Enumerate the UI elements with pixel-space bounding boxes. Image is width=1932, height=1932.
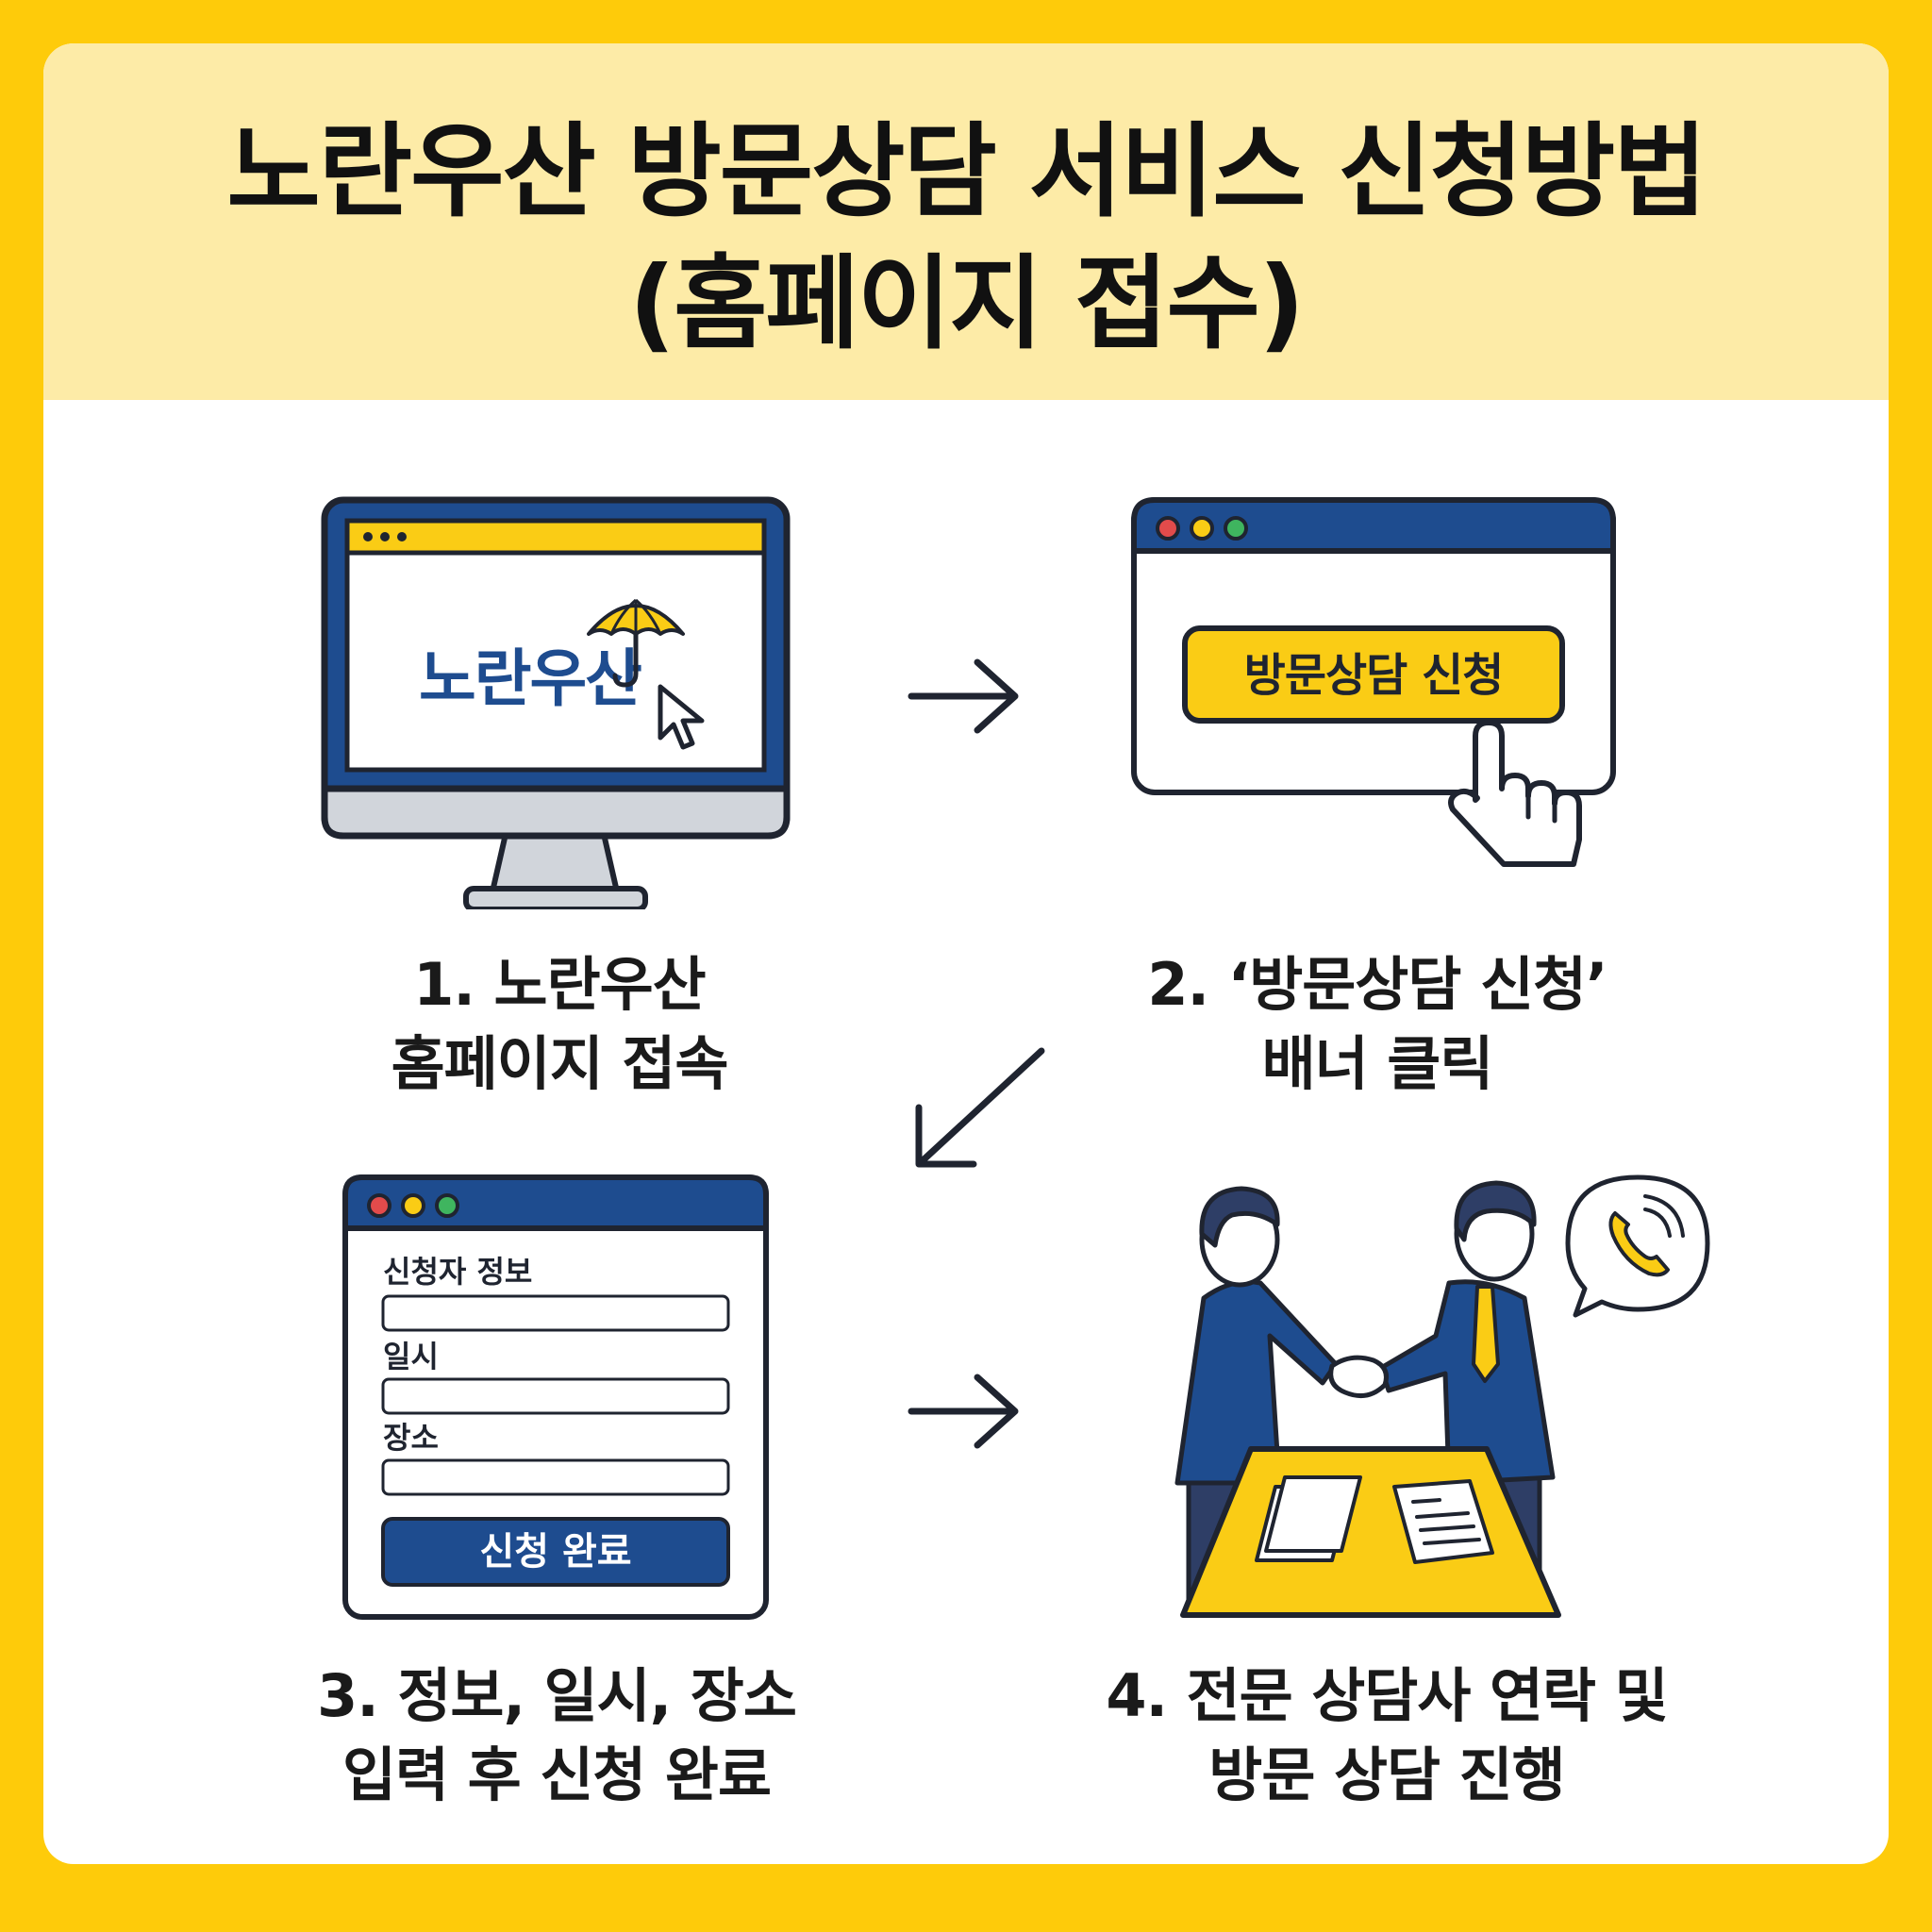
- date-label: 일시: [383, 1339, 439, 1374]
- cursor-icon: [658, 684, 705, 750]
- step-4-label-line1: 4. 전문 상담사 연락 및: [1106, 1661, 1668, 1730]
- step-2-label-line1: 2. ‘방문상담 신청’: [1147, 950, 1607, 1019]
- browser-window-icon: [1131, 497, 1616, 795]
- header-banner: 노란우산 방문상담 서비스 신청방법 (홈페이지 접수): [43, 43, 1889, 400]
- step-3-label-line2: 입력 후 신청 완료: [341, 1740, 772, 1809]
- document-icon: [1392, 1479, 1494, 1564]
- step-3-label-line1: 3. 정보, 일시, 장소: [317, 1661, 797, 1730]
- applicant-info-label: 신청자 정보: [383, 1254, 533, 1290]
- step-1-label-line2: 홈페이지 접속: [391, 1029, 729, 1098]
- page-title: 노란우산 방문상담 서비스 신청방법: [226, 113, 1707, 231]
- monitor-icon: [321, 496, 791, 909]
- arrow-right-icon: [908, 658, 1019, 734]
- step-3-label: 3. 정보, 일시, 장소 입력 후 신청 완료: [266, 1657, 847, 1815]
- page-subtitle: (홈페이지 접수): [628, 245, 1305, 363]
- arrow-down-left-icon: [915, 1047, 1045, 1168]
- step-4-label-line2: 방문 상담 진행: [1208, 1740, 1565, 1809]
- umbrella-icon: [587, 598, 685, 688]
- submit-button: 신청 완료: [479, 1530, 632, 1574]
- phone-bubble-icon: [1565, 1174, 1710, 1318]
- step-4-label: 4. 전문 상담사 연락 및 방문 상담 진행: [1085, 1657, 1689, 1815]
- step-1-label: 1. 노란우산 홈페이지 접속: [272, 945, 847, 1104]
- visit-consult-banner: 방문상담 신청: [1243, 649, 1505, 702]
- arrow-right-icon: [908, 1374, 1019, 1449]
- place-label: 장소: [383, 1420, 439, 1456]
- step-1-label-line1: 1. 노란우산: [413, 950, 706, 1019]
- form-window-icon: [342, 1174, 769, 1620]
- pointing-hand-icon: [1448, 720, 1582, 867]
- step-2-label: 2. ‘방문상담 신청’ 배너 클릭: [1075, 945, 1679, 1104]
- screen-logo-text: 노란우산: [419, 642, 642, 715]
- step-2-label-line2: 배너 클릭: [1261, 1029, 1494, 1098]
